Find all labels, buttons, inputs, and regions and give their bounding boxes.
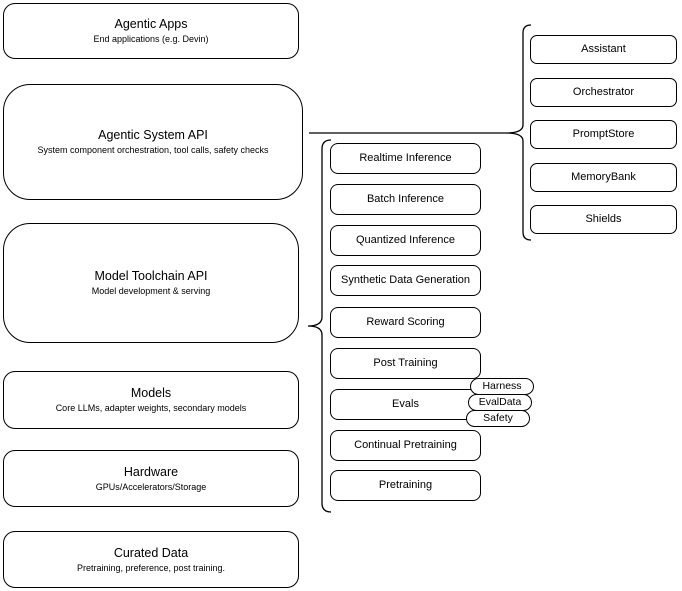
node-title: Models [130,386,172,400]
node-subtitle: System component orchestration, tool cal… [37,145,269,155]
node-subtitle: GPUs/Accelerators/Storage [95,481,207,492]
node-pretraining: Pretraining [330,470,481,501]
node-hardware: Hardware GPUs/Accelerators/Storage [3,450,299,507]
node-curated-data: Curated Data Pretraining, preference, po… [3,531,299,588]
node-title: Curated Data [113,545,189,560]
node-orchestrator: Orchestrator [530,78,677,107]
node-realtime-inference: Realtime Inference [330,143,481,174]
tag-safety: Safety [466,410,530,427]
node-model-toolchain-api: Model Toolchain API Model development & … [3,223,299,343]
node-title: Agentic System API [98,128,208,142]
node-synthetic-data-generation: Synthetic Data Generation [330,265,481,296]
node-models: Models Core LLMs, adapter weights, secon… [3,371,299,429]
brace-system-group [505,24,532,241]
node-evals: Evals [330,389,481,420]
node-shields: Shields [530,205,677,234]
node-post-training: Post Training [330,348,481,379]
node-promptstore: PromptStore [530,120,677,149]
node-agentic-system-api: Agentic System API System component orch… [3,84,303,200]
brace-toolchain-group [307,139,332,513]
node-memorybank: MemoryBank [530,163,677,192]
node-assistant: Assistant [530,35,677,64]
node-continual-pretraining: Continual Pretraining [330,430,481,461]
node-agentic-apps: Agentic Apps End applications (e.g. Devi… [3,3,299,59]
node-subtitle: Model development & serving [91,286,211,296]
node-title: Hardware [123,464,179,479]
node-title: Model Toolchain API [94,269,208,283]
node-reward-scoring: Reward Scoring [330,307,481,338]
node-title: Agentic Apps [114,17,188,31]
node-quantized-inference: Quantized Inference [330,225,481,256]
tag-evaldata: EvalData [468,394,532,411]
node-subtitle: Pretraining, preference, post training. [76,562,226,573]
node-subtitle: Core LLMs, adapter weights, secondary mo… [55,403,247,413]
node-batch-inference: Batch Inference [330,184,481,215]
node-subtitle: End applications (e.g. Devin) [93,34,209,44]
tag-harness: Harness [470,378,534,395]
